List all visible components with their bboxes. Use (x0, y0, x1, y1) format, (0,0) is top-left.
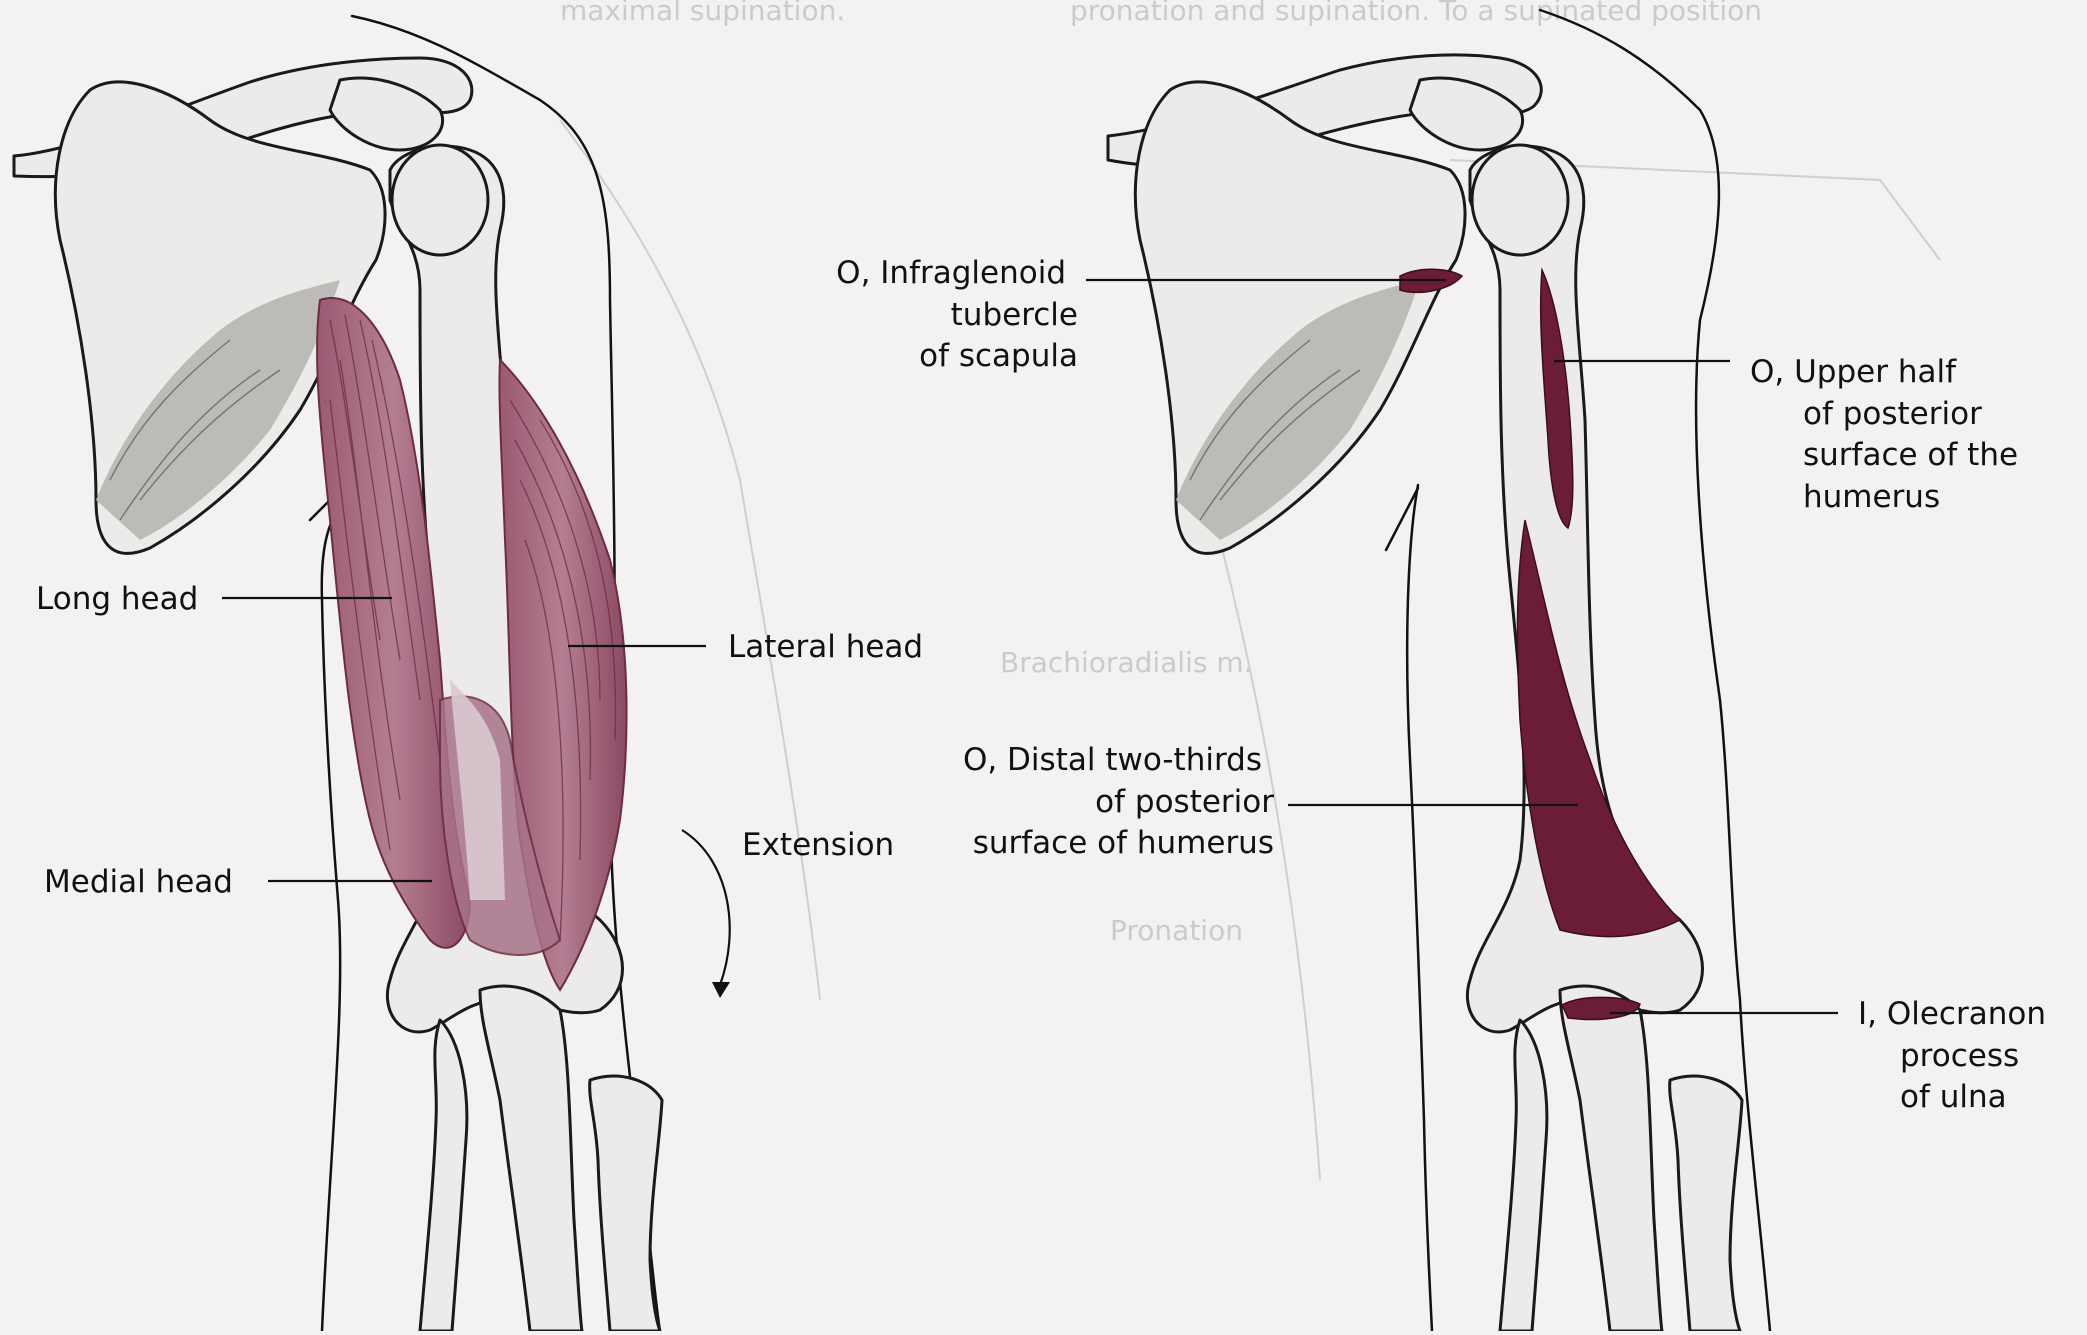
label-infraglenoid-line-1: O, Infraglenoid (836, 255, 1066, 291)
label-distal-line-3: surface of humerus (973, 825, 1274, 861)
label-distal-two-thirds: O, Distal two-thirds of posterior surfac… (963, 742, 1274, 861)
label-infraglenoid-line-3: of scapula (919, 338, 1078, 374)
right-humeral-head (1472, 145, 1568, 255)
label-upper-half-line-1: O, Upper half (1750, 354, 1957, 390)
label-upper-half-line-2: of posterior (1803, 396, 1982, 432)
left-ulna (480, 986, 582, 1331)
right-radius (1670, 1076, 1742, 1331)
label-olecranon-line-2: process (1900, 1038, 2019, 1074)
bleed-text-lower: Pronation (1110, 914, 1243, 947)
label-infraglenoid-line-2: tubercle (951, 297, 1078, 333)
bleed-text-top-right: pronation and supination. To a supinated… (1070, 0, 1762, 27)
left-humeral-head (392, 145, 488, 255)
extension-arrowhead (712, 982, 730, 998)
extension-arrow (682, 830, 730, 985)
label-infraglenoid: O, Infraglenoid tubercle of scapula (836, 255, 1078, 374)
label-olecranon-line-1: I, Olecranon (1858, 996, 2046, 1032)
label-upper-half-line-3: surface of the (1803, 437, 2018, 473)
label-olecranon-line-3: of ulna (1900, 1079, 2007, 1115)
label-medial-head: Medial head (44, 864, 233, 900)
label-upper-half-line-4: humerus (1803, 479, 1940, 515)
bleed-text-mid: Brachioradialis m. (1000, 646, 1253, 679)
label-lateral-head: Lateral head (728, 629, 923, 665)
bleed-text-top-left: maximal supination. (560, 0, 845, 27)
label-long-head: Long head (36, 581, 198, 617)
label-upper-half: O, Upper half of posterior surface of th… (1750, 354, 2018, 515)
label-extension: Extension (742, 827, 894, 863)
left-radius (590, 1076, 662, 1331)
label-distal-line-1: O, Distal two-thirds (963, 742, 1262, 778)
right-ulna (1560, 986, 1662, 1331)
right-body-inner-outline (1407, 485, 1432, 1331)
left-arm-figure: Long head Lateral head Medial head Exten… (14, 16, 923, 1331)
label-olecranon: I, Olecranon process of ulna (1858, 996, 2046, 1115)
label-distal-line-2: of posterior (1095, 784, 1274, 820)
